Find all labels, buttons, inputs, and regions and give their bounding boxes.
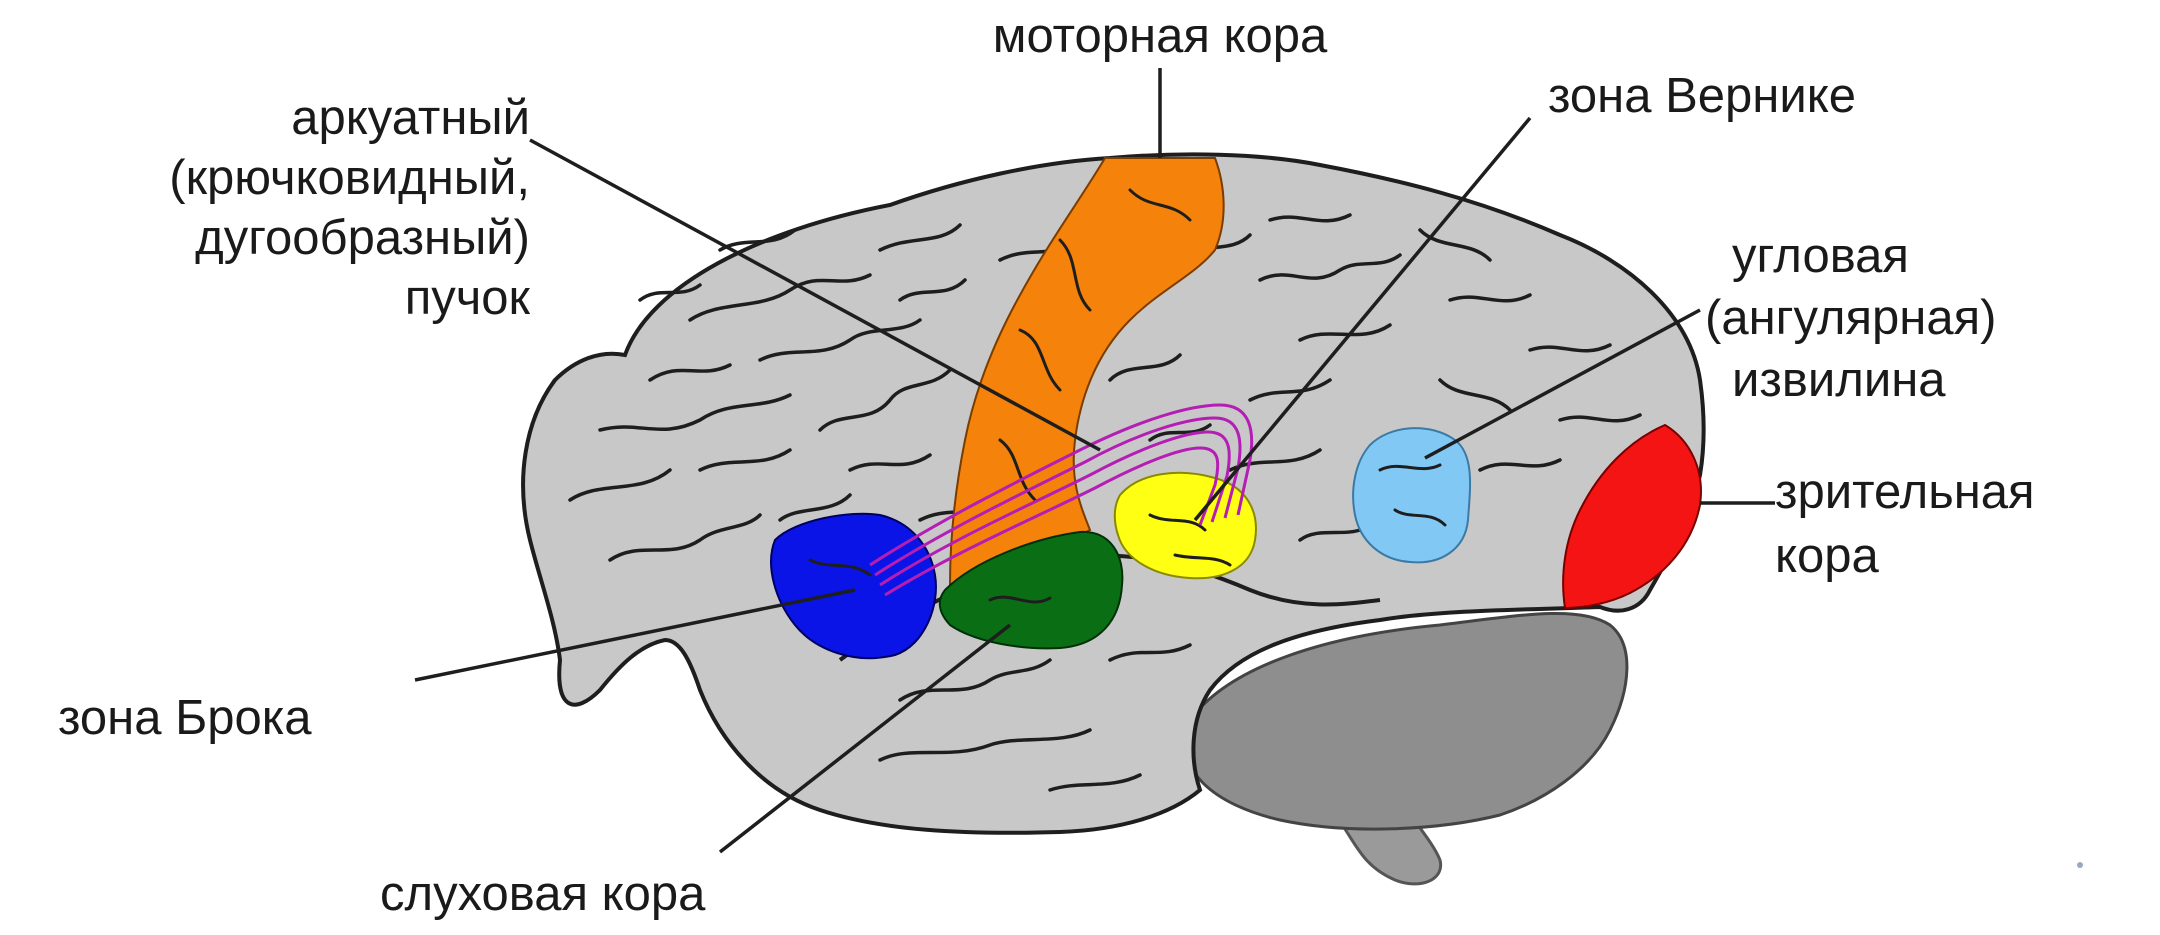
angular-gyrus-area [1353,428,1470,562]
wernicke-area-label: зона Вернике [1548,68,1856,124]
arcuate-label-line-3: дугообразный) [130,208,530,268]
arcuate-label-line-1: аркуатный [130,88,530,148]
arcuate-fasciculus-label: аркуатный (крючковидный, дугообразный) п… [130,88,530,328]
visual-label-line-1: зрительная [1775,460,2035,524]
broca-area-label: зона Брока [58,690,312,746]
visual-label-line-2: кора [1775,524,2035,588]
angular-label-line-2: (ангулярная) [1705,287,1996,349]
stray-dot [2077,862,2083,868]
arcuate-label-line-4: пучок [130,268,530,328]
angular-label-line-3: извилина [1705,349,1996,411]
angular-label-line-1: угловая [1705,225,1996,287]
angular-gyrus-label: угловая (ангулярная) извилина [1705,225,1996,411]
visual-cortex-label: зрительная кора [1775,460,2035,588]
arcuate-label-line-2: (крючковидный, [130,148,530,208]
motor-cortex-label: моторная кора [860,8,1460,64]
auditory-cortex-label: слуховая кора [380,866,705,922]
